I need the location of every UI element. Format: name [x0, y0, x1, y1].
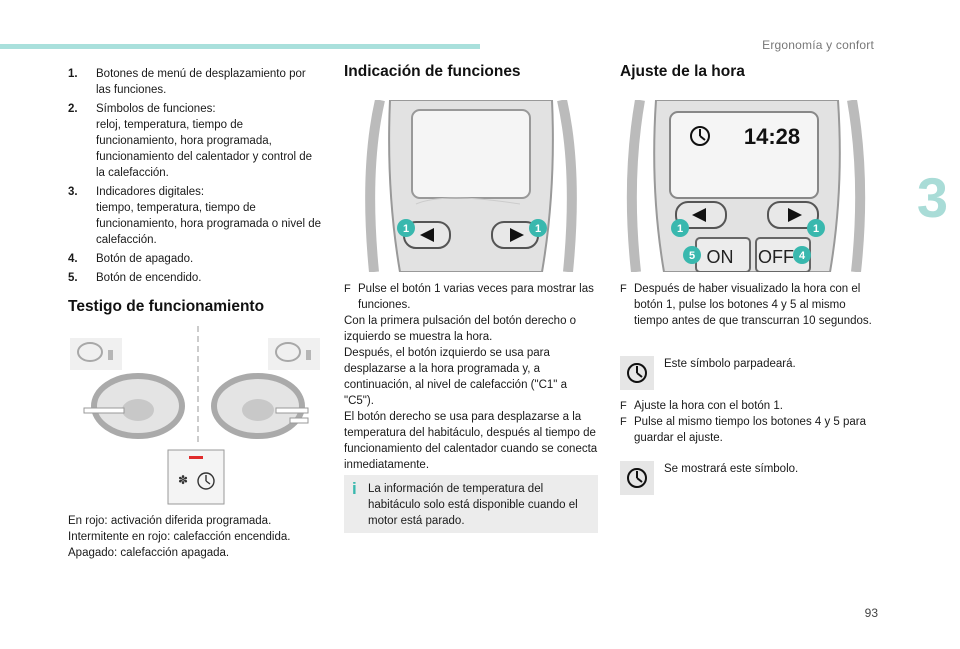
display-screen: [411, 109, 531, 199]
list-item: 2.Símbolos de funciones:reloj, temperatu…: [68, 103, 313, 179]
callout-badge: 4: [793, 246, 811, 264]
left-arrow-button: [675, 201, 727, 229]
info-note: i La información de temperatura del habi…: [344, 475, 598, 533]
symbol-box: [620, 461, 654, 495]
section-title-time-setting: Ajuste de la hora: [620, 63, 745, 80]
lamp-caption: En rojo: activación diferida programada.…: [68, 515, 291, 559]
display-time: 14:28: [744, 124, 800, 149]
column-2: Indicación de funciones: [344, 64, 599, 80]
svg-text:ON: ON: [707, 247, 734, 267]
svg-text:1: 1: [677, 223, 683, 235]
steering-wheel-icon: [268, 338, 320, 370]
callout-badge: 5: [683, 246, 701, 264]
section-title-operation-lamp: Testigo de funcionamiento: [68, 298, 265, 315]
on-button: ON: [695, 237, 751, 272]
svg-text:4: 4: [799, 250, 806, 262]
instruction-bullet: F Después de haber visualizado la hora c…: [620, 283, 872, 327]
callout-badge: 1: [671, 219, 689, 237]
svg-text:1: 1: [535, 223, 541, 235]
function-text: F Pulse el botón 1 varias veces para mos…: [344, 283, 598, 471]
list-item: 1.Botones de menú de desplazamiento por …: [68, 68, 306, 96]
time-setting-text-2: F Ajuste la hora con el botón 1. F Pulse…: [620, 398, 875, 446]
instruction-bullet: F Ajuste la hora con el botón 1.: [620, 400, 783, 412]
clock-remote-illustration: 14:28 ON OFF 1 1 5 4: [626, 100, 866, 272]
symbol-note-1: Este símbolo parpadeará.: [664, 358, 796, 370]
info-icon: i: [352, 479, 357, 498]
instruction-bullet: F Pulse el botón 1 varias veces para mos…: [344, 283, 594, 311]
remote-control-illustration: 1 1: [365, 100, 577, 272]
instruction-bullet: F Pulse al mismo tiempo los botones 4 y …: [620, 416, 867, 444]
time-setting-text-1: F Después de haber visualizado la hora c…: [620, 281, 875, 329]
heater-indicator-panel: ✽: [167, 449, 225, 505]
clock-icon: [690, 126, 710, 146]
header-title: Ergonomía y confort: [762, 38, 874, 52]
bullet-marker-icon: F: [620, 283, 627, 295]
symbol-box: [620, 356, 654, 390]
header-accent-bar: [0, 44, 480, 49]
bullet-marker-icon: F: [620, 400, 627, 412]
right-arrow-button: [767, 201, 819, 229]
callout-badge: 1: [807, 219, 825, 237]
page-number: 93: [864, 606, 878, 620]
svg-text:OFF: OFF: [758, 247, 794, 267]
clock-icon: [197, 472, 215, 490]
display-screen: [669, 111, 819, 199]
red-indicator-lamp: [189, 456, 203, 459]
callout-badge: 1: [397, 219, 415, 237]
list-item: 4.Botón de apagado.: [68, 253, 194, 265]
steering-wheel-icon: [211, 373, 309, 439]
clock-icon: [627, 363, 647, 383]
off-button: OFF: [755, 237, 811, 272]
svg-text:1: 1: [403, 223, 409, 235]
fan-icon: ✽: [178, 473, 188, 487]
symbol-note-2: Se mostrará este símbolo.: [664, 463, 799, 475]
column-1: 1.Botones de menú de desplazamiento por …: [68, 66, 323, 289]
clock-icon: [627, 468, 647, 488]
steering-wheel-icon: [83, 373, 185, 439]
steering-wheel-icon: [70, 338, 122, 370]
list-item: 5.Botón de encendido.: [68, 272, 202, 284]
svg-text:5: 5: [689, 250, 695, 262]
svg-text:1: 1: [813, 223, 819, 235]
dashboard-illustration: ✽: [70, 326, 320, 505]
bullet-marker-icon: F: [344, 283, 351, 295]
component-list: 1.Botones de menú de desplazamiento por …: [68, 66, 323, 286]
list-item: 3.Indicadores digitales:tiempo, temperat…: [68, 186, 322, 246]
chapter-number: 3: [916, 166, 948, 229]
bullet-marker-icon: F: [620, 416, 627, 428]
section-title-function-display: Indicación de funciones: [344, 63, 521, 80]
column-3: Ajuste de la hora: [620, 64, 875, 80]
callout-badge: 1: [529, 219, 547, 237]
